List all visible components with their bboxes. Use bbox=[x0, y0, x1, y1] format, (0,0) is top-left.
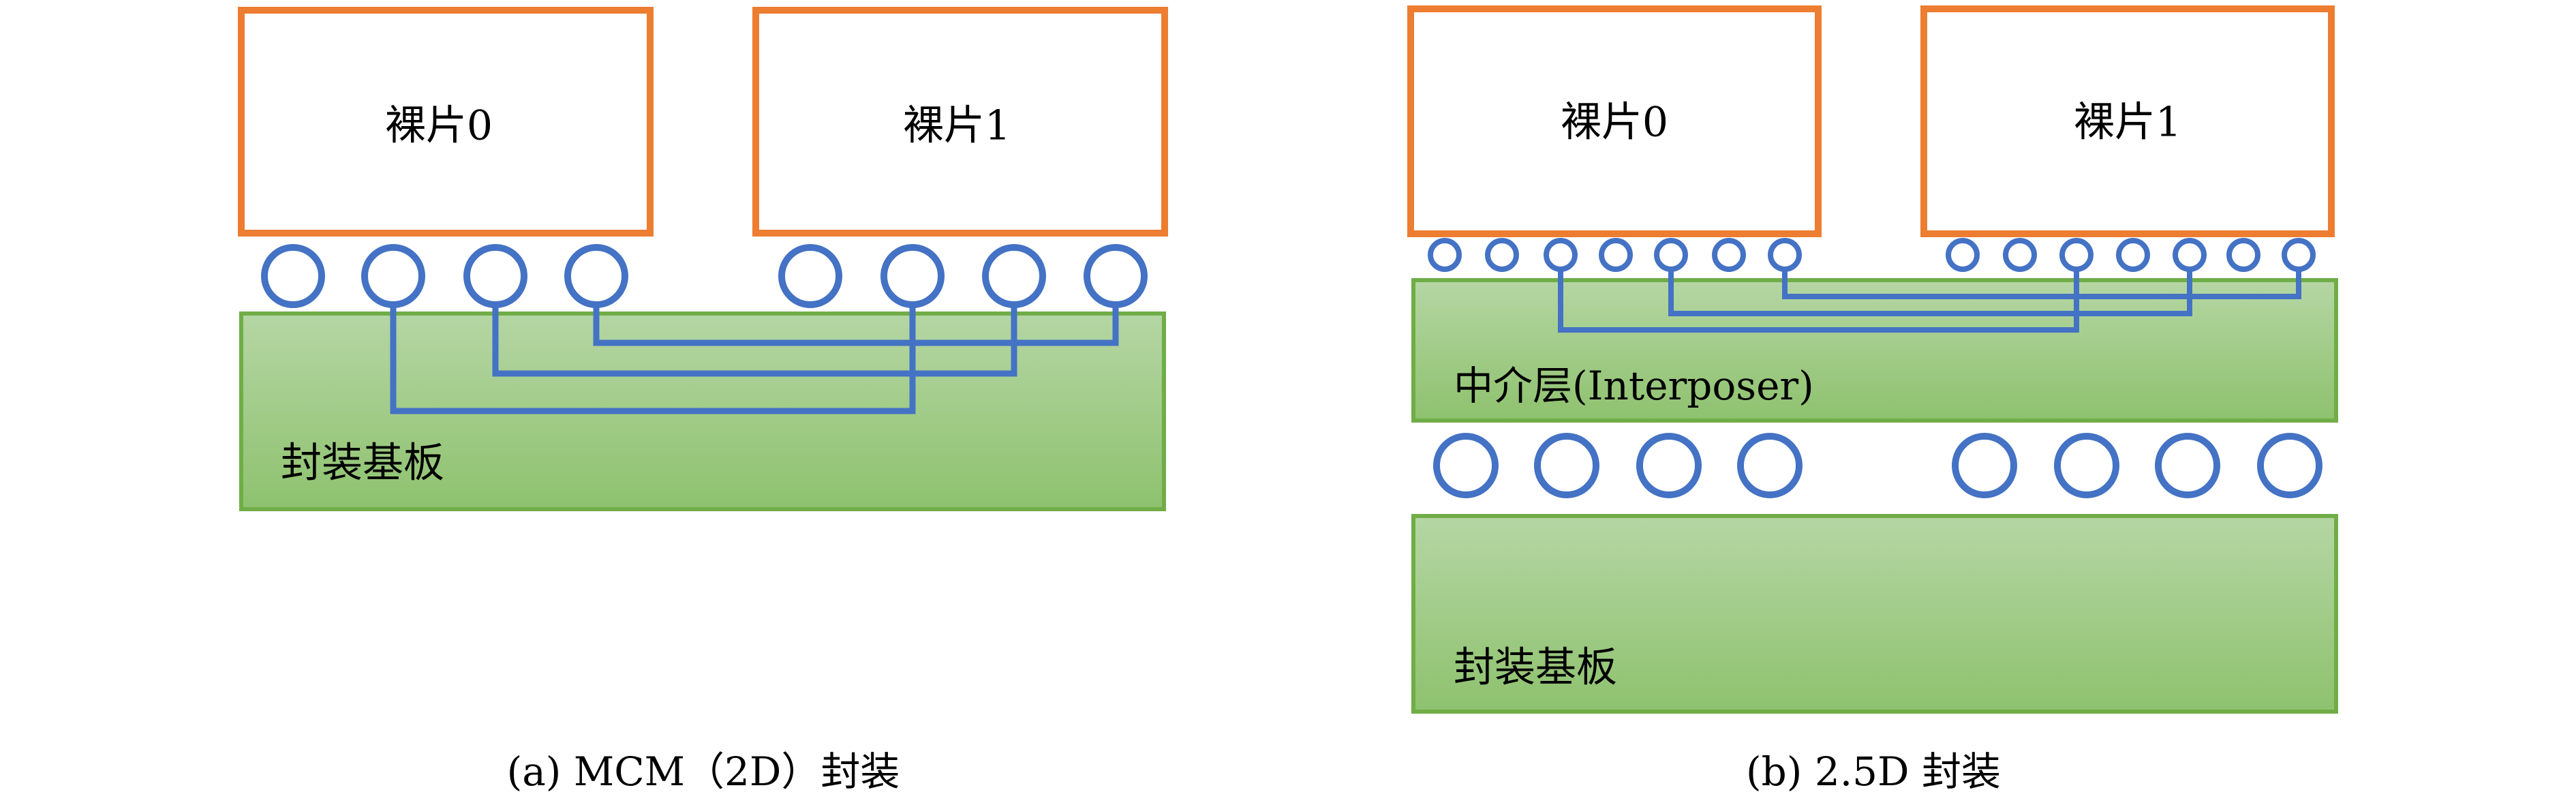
micro-bump bbox=[2173, 238, 2207, 272]
micro-bump bbox=[1428, 238, 1462, 272]
bump bbox=[880, 244, 945, 308]
package-substrate-b bbox=[1411, 514, 2338, 714]
bump bbox=[564, 244, 628, 308]
panel-a-mcm: 裸片0 裸片1 封装基板 (a) MCM（2D）封装 bbox=[238, 7, 1168, 795]
bump bbox=[1084, 244, 1148, 308]
micro-bump bbox=[2059, 238, 2094, 272]
c4-bump bbox=[1636, 433, 1702, 498]
die-1-a bbox=[752, 7, 1168, 237]
routing-wires-b bbox=[1558, 267, 2301, 333]
micro-bumps-b bbox=[1428, 238, 2316, 272]
c4-bump bbox=[2054, 433, 2119, 498]
substrate-b-label: 封装基板 bbox=[1454, 644, 1617, 692]
micro-bump bbox=[1599, 238, 1633, 272]
micro-bumps-a bbox=[261, 244, 1148, 308]
c4-bump bbox=[1433, 433, 1499, 498]
micro-bump bbox=[2226, 238, 2260, 272]
routing-wires-a bbox=[390, 300, 1119, 414]
micro-bump bbox=[1946, 238, 1980, 272]
c4-bump bbox=[1534, 433, 1599, 498]
interposer-label: 中介层(Interposer) bbox=[1454, 363, 1814, 409]
c4-bump bbox=[1737, 433, 1803, 498]
panel-b-2-5d: 裸片0 裸片1 中介层(Interposer) 封装基板 (b) 2.5D 封装 bbox=[1407, 5, 2338, 795]
bump bbox=[982, 244, 1046, 308]
interposer-b bbox=[1411, 278, 2338, 423]
caption-a: (a) MCM（2D）封装 bbox=[507, 748, 900, 795]
bump bbox=[778, 244, 842, 308]
die-1-b-label: 裸片1 bbox=[2074, 99, 2181, 147]
die-0-b-label: 裸片0 bbox=[1561, 99, 1668, 147]
wire-a-2 bbox=[492, 300, 1017, 377]
caption-b: (b) 2.5D 封装 bbox=[1746, 748, 2001, 795]
micro-bump bbox=[1768, 238, 1802, 272]
micro-bump bbox=[1712, 238, 1746, 272]
micro-bump bbox=[2003, 238, 2037, 272]
bump bbox=[361, 244, 425, 308]
wire-a-3 bbox=[593, 300, 1119, 346]
micro-bump bbox=[1485, 238, 1519, 272]
c4-bumps-b bbox=[1433, 433, 2322, 498]
bump bbox=[261, 244, 325, 308]
c4-bump bbox=[1952, 433, 2017, 498]
micro-bump bbox=[2116, 238, 2150, 272]
wire-b-3 bbox=[1782, 267, 2301, 299]
die-0-a-label: 裸片0 bbox=[385, 102, 493, 150]
die-0-b bbox=[1407, 5, 1822, 237]
wire-a-1 bbox=[390, 300, 916, 414]
die-1-b bbox=[1920, 5, 2335, 237]
micro-bump bbox=[1654, 238, 1688, 272]
die-1-a-label: 裸片1 bbox=[903, 102, 1011, 150]
bump bbox=[463, 244, 527, 308]
substrate-a-label: 封装基板 bbox=[281, 440, 444, 487]
micro-bump bbox=[2282, 238, 2316, 272]
die-0-a bbox=[238, 7, 654, 237]
c4-bump bbox=[2257, 433, 2322, 498]
c4-bump bbox=[2155, 433, 2220, 498]
micro-bump bbox=[1544, 238, 1578, 272]
wire-b-2 bbox=[1668, 267, 2192, 316]
